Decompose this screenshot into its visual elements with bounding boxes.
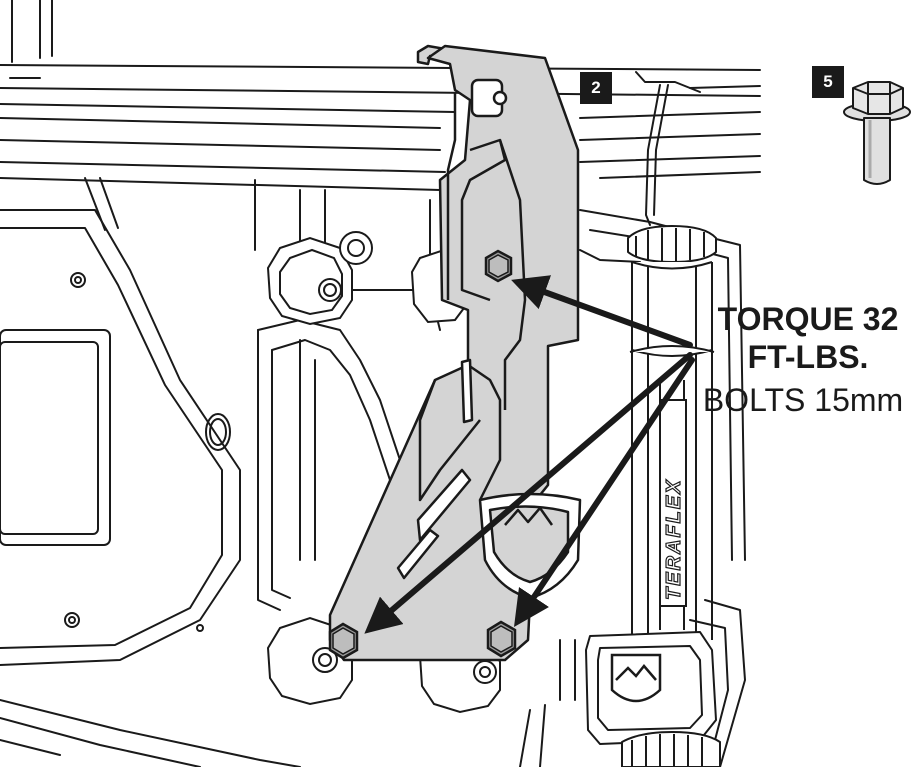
- part-5-badge: 5: [812, 66, 844, 98]
- flange-bolt-part: [843, 81, 911, 185]
- step-2-badge: 2: [580, 72, 612, 104]
- torque-callout: TORQUE 32 FT-LBS. BOLTS 15mm: [695, 300, 921, 420]
- bracket-bolt-upper: [484, 249, 513, 283]
- bolt-size-label: BOLTS 15mm: [702, 382, 904, 418]
- arrow-to-upper-bolt: [511, 275, 693, 348]
- frame-nut-housing-upper: [266, 236, 353, 326]
- bracket-bolt-lower-left: [328, 622, 359, 660]
- arrow-to-lower-left-bolt: [364, 352, 693, 634]
- bracket-bolt-lower-right: [486, 620, 517, 658]
- torque-value-label: TORQUE 32: [717, 301, 899, 337]
- teraflex-logo-text: TERAFLEX: [663, 478, 685, 600]
- torque-arrows: [364, 275, 695, 634]
- torque-unit-label: FT-LBS.: [747, 339, 869, 375]
- teraflex-brand-logo: TERAFLEX: [659, 399, 687, 607]
- tire-carrier-bracket: [328, 44, 582, 662]
- arrow-to-lower-right-bolt: [514, 357, 695, 627]
- frame-washer: [339, 231, 373, 265]
- teraflex-shield-logo: [610, 653, 662, 703]
